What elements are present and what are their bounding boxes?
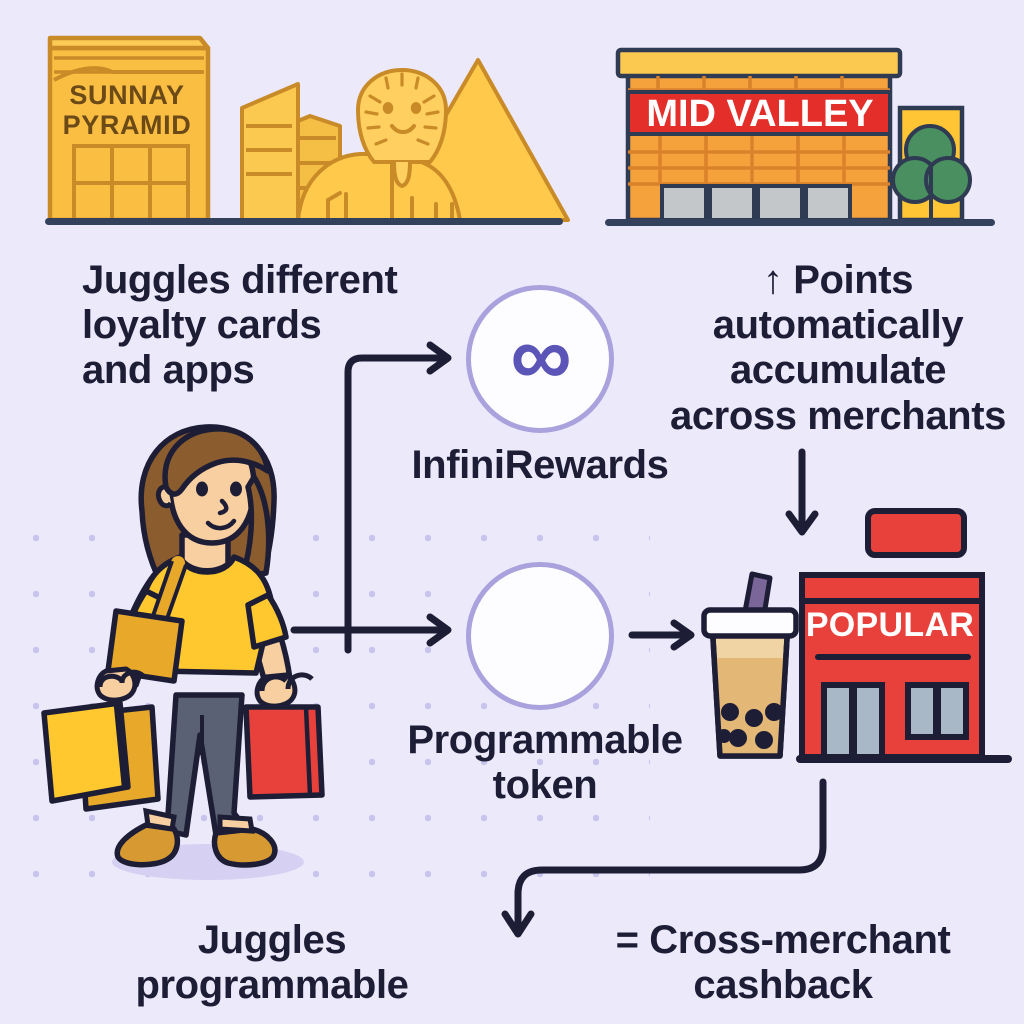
arrow-token-to-tea bbox=[628, 612, 704, 658]
ground-line-right bbox=[605, 219, 995, 226]
arrow-merchants-down bbox=[780, 448, 824, 544]
popular-shop-sign-text: POPULAR bbox=[805, 606, 975, 644]
mall-left-sign-text: SUNNAY PYRAMID bbox=[62, 80, 192, 141]
infinity-node-label: InfiniRewards bbox=[411, 443, 669, 487]
infinity-circle-node[interactable]: ∞ bbox=[466, 285, 614, 433]
infinity-icon: ∞ bbox=[510, 308, 571, 404]
token-circle-node[interactable] bbox=[466, 562, 614, 710]
callout-juggles-loyalty-cards: Juggles different loyalty cards and apps bbox=[82, 258, 398, 393]
ground-line-left bbox=[45, 218, 563, 225]
mall-right-sign-text: MID VALLEY bbox=[646, 93, 874, 135]
curved-arrow-to-cashback bbox=[480, 760, 900, 950]
shopper-illustration bbox=[30, 415, 360, 885]
popular-shop-illustration bbox=[796, 505, 1012, 767]
token-node-label: Programmable token bbox=[407, 718, 683, 808]
mall-left-illustration bbox=[40, 28, 570, 228]
fork-arrow-group bbox=[280, 340, 470, 654]
callout-juggles-programmable: Juggles programmable bbox=[135, 918, 409, 1008]
mall-right-illustration bbox=[600, 40, 990, 230]
callout-cross-merchant-cashback: = Cross-merchant cashback bbox=[615, 918, 951, 1008]
bubble-tea-illustration bbox=[694, 566, 806, 766]
callout-points-accumulate: ↑ Points automatically accumulate across… bbox=[669, 258, 1006, 438]
